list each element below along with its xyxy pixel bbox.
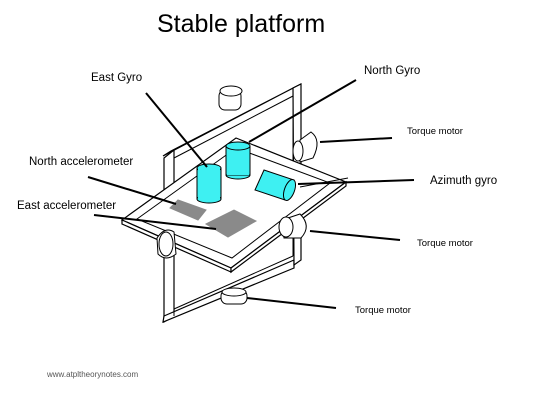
diagram-title: Stable platform bbox=[157, 10, 325, 38]
label-north-accelerometer: North accelerometer bbox=[29, 156, 133, 168]
torque-motor-right-lower bbox=[278, 213, 307, 239]
label-east-accelerometer: East accelerometer bbox=[17, 200, 116, 212]
label-north-gyro: North Gyro bbox=[364, 65, 420, 77]
east-accelerometer bbox=[204, 209, 258, 238]
label-torque-motor-right-upper: Torque motor bbox=[407, 126, 463, 137]
north-accelerometer bbox=[169, 199, 207, 221]
azimuth-gyro bbox=[254, 169, 297, 201]
north-gyro bbox=[225, 141, 251, 180]
label-azimuth-gyro: Azimuth gyro bbox=[430, 175, 497, 187]
torque-motor-right-upper bbox=[292, 131, 318, 163]
torque-motor-bottom bbox=[220, 287, 248, 305]
torque-motor-left bbox=[156, 229, 177, 259]
leader-lines bbox=[87, 79, 415, 309]
east-gyro bbox=[196, 163, 222, 204]
source-credit: www.atpltheorynotes.com bbox=[46, 370, 138, 379]
label-torque-motor-right-lower: Torque motor bbox=[417, 238, 473, 249]
label-torque-motor-bottom: Torque motor bbox=[355, 305, 411, 316]
label-east-gyro: East Gyro bbox=[91, 72, 142, 84]
torque-motor-top bbox=[218, 85, 243, 111]
